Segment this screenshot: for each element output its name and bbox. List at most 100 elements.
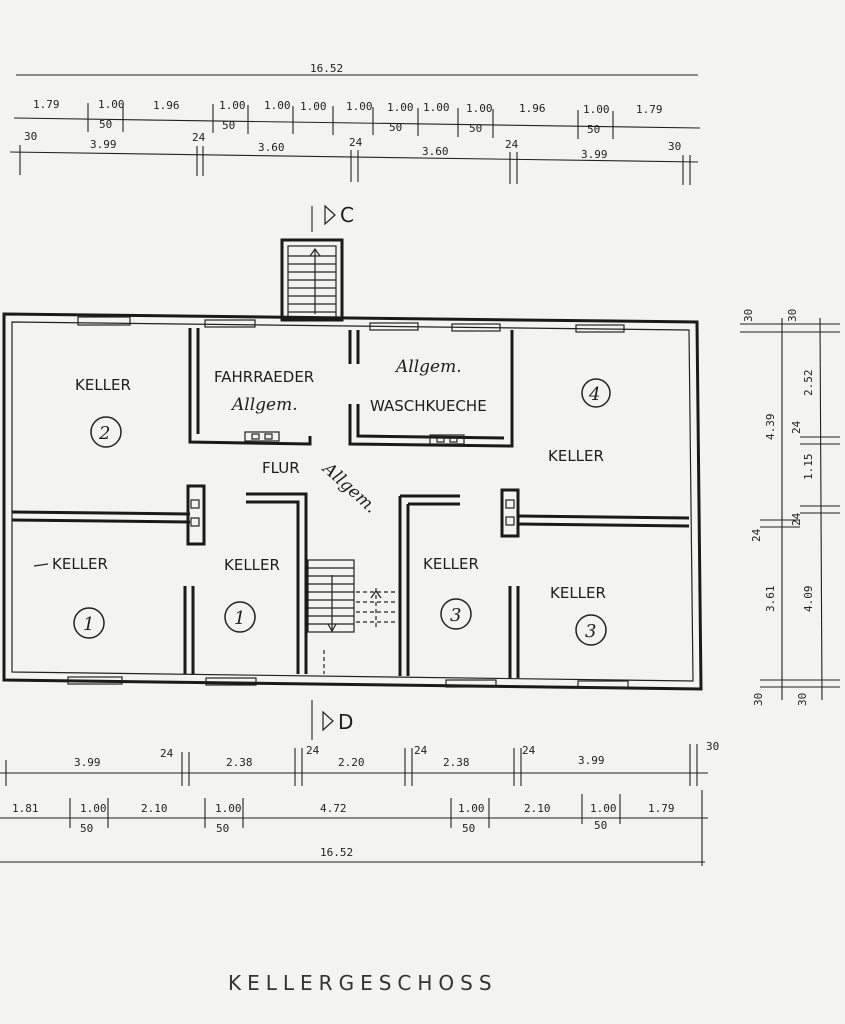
room-keller-3a-number: 3 [450, 605, 461, 626]
bot-r2-7: 2.10 [524, 802, 551, 815]
section-c-label: C [340, 203, 354, 227]
side-right-3: 24 [790, 420, 803, 434]
room-fahrraeder-note: Allgem. [230, 395, 298, 415]
top-dim-2: 1.00 [98, 98, 125, 111]
top-dim-7: 1.00 [346, 100, 373, 113]
bot-r1-7: 2.38 [443, 756, 470, 769]
room-waschkueche: Allgem. WASCHKUECHE [370, 357, 487, 415]
section-d-label: D [338, 710, 353, 734]
bot-r1-10: 30 [706, 740, 719, 753]
bot-r2-9: 1.79 [648, 802, 675, 815]
bot-r1-9: 3.99 [578, 754, 605, 767]
side-right-1: 30 [786, 309, 799, 322]
top-dim-1: 1.79 [33, 98, 60, 111]
top-r2-9: 30 [668, 140, 681, 153]
bottom-overall-dim: 16.52 [320, 846, 353, 859]
room-keller-1a-label: KELLER [52, 555, 108, 573]
top-dim-8: 1.00 [387, 101, 414, 114]
side-left-5: 30 [752, 693, 765, 706]
top-dim-11: 1.96 [519, 102, 546, 115]
room-fahrraeder-label: FAHRRAEDER [214, 368, 314, 386]
room-keller-4: 4 KELLER [548, 378, 611, 465]
room-keller-3a: KELLER 3 [423, 555, 479, 630]
top-dim-10: 1.00 [466, 102, 493, 115]
top-r2-2: 3.99 [90, 138, 117, 151]
side-left-3: 24 [750, 528, 763, 542]
side-right-4: 1.15 [802, 454, 815, 481]
room-keller-1a-number: 1 [83, 614, 94, 635]
room-flur-note: Allgem. [317, 458, 381, 518]
bot-r2-2: 1.00 [80, 802, 107, 815]
top-dim-9: 1.00 [423, 101, 450, 114]
bot-r2-1: 1.81 [12, 802, 39, 815]
top-r2-7: 24 [505, 138, 519, 151]
top-dim-3: 1.96 [153, 99, 180, 112]
room-flur: FLUR Allgem. [262, 458, 381, 518]
room-keller-2: KELLER 2 [75, 376, 131, 448]
bot-r2-8: 1.00 [590, 802, 617, 815]
bot-sub-2: 50 [216, 822, 229, 835]
exterior-stair [280, 238, 344, 322]
bot-sub-4: 50 [594, 819, 607, 832]
room-keller-1b-label: KELLER [224, 556, 280, 574]
top-r2-3: 24 [192, 131, 206, 144]
room-keller-2-number: 2 [98, 423, 110, 444]
top-r2-8: 3.99 [581, 148, 608, 161]
top-dimensions: 16.52 1.79 1.00 1.96 1.00 1.00 1.00 1.00… [9, 62, 701, 185]
bot-sub-3: 50 [462, 822, 475, 835]
sheet-title: KELLERGESCHOSS [228, 971, 498, 995]
room-keller-4-number: 4 [588, 384, 600, 405]
interior-stair [307, 559, 398, 674]
room-flur-label: FLUR [262, 459, 300, 477]
room-keller-3a-label: KELLER [423, 555, 479, 573]
bot-r1-1: 3.99 [74, 756, 101, 769]
room-keller-1b-number: 1 [234, 608, 245, 629]
room-waschkueche-label: WASCHKUECHE [370, 397, 487, 415]
top-r2-5: 24 [349, 136, 363, 149]
top-dim-6: 1.00 [300, 100, 327, 113]
top-sub-2: 50 [222, 119, 235, 132]
top-dim-4: 1.00 [219, 99, 246, 112]
room-keller-3b: KELLER 3 [550, 584, 607, 646]
side-right-6: 4.09 [802, 586, 815, 613]
room-keller-4-label: KELLER [548, 447, 604, 465]
side-left-2: 4.39 [764, 414, 777, 441]
room-waschkueche-note: Allgem. [394, 357, 462, 377]
top-dim-5: 1.00 [264, 99, 291, 112]
room-keller-1b: KELLER 1 [224, 556, 280, 633]
top-sub-3: 50 [389, 121, 402, 134]
top-dim-13: 1.79 [636, 103, 663, 116]
bot-r2-6: 1.00 [458, 802, 485, 815]
top-overall-dim: 16.52 [310, 62, 343, 75]
room-fahrraeder: FAHRRAEDER Allgem. [214, 368, 314, 415]
building-walls [2, 312, 703, 691]
room-keller-3b-number: 3 [585, 621, 596, 642]
side-right-5: 24 [790, 512, 803, 526]
room-keller-3b-label: KELLER [550, 584, 606, 602]
top-sub-4: 50 [469, 122, 482, 135]
bot-r1-8: 24 [522, 744, 536, 757]
bot-sub-1: 50 [80, 822, 93, 835]
side-right-7: 30 [796, 693, 809, 706]
section-marker-c: C [311, 203, 354, 232]
bot-r1-4: 24 [306, 744, 320, 757]
bot-r2-3: 2.10 [141, 802, 168, 815]
side-left-4: 3.61 [764, 586, 777, 613]
room-keller-1a: KELLER 1 [33, 555, 108, 639]
top-r2-4: 3.60 [258, 141, 285, 154]
top-sub-5: 50 [587, 123, 600, 136]
top-r2-6: 3.60 [422, 145, 449, 158]
bottom-dimensions: 3.99 24 2.38 24 2.20 24 2.38 24 3.99 30 … [0, 740, 719, 866]
bot-r1-2: 24 [160, 747, 174, 760]
top-r2-1: 30 [24, 130, 37, 143]
room-keller-2-label: KELLER [75, 376, 131, 394]
bot-r1-5: 2.20 [338, 756, 365, 769]
bot-r1-3: 2.38 [226, 756, 253, 769]
bot-r2-5: 4.72 [320, 802, 347, 815]
side-dimensions: 30 4.39 24 3.61 30 30 2.52 24 1.15 24 4.… [740, 309, 840, 706]
top-sub-1: 50 [99, 118, 112, 131]
side-right-2: 2.52 [802, 370, 815, 397]
side-left-1: 30 [742, 309, 755, 322]
top-dim-12: 1.00 [583, 103, 610, 116]
